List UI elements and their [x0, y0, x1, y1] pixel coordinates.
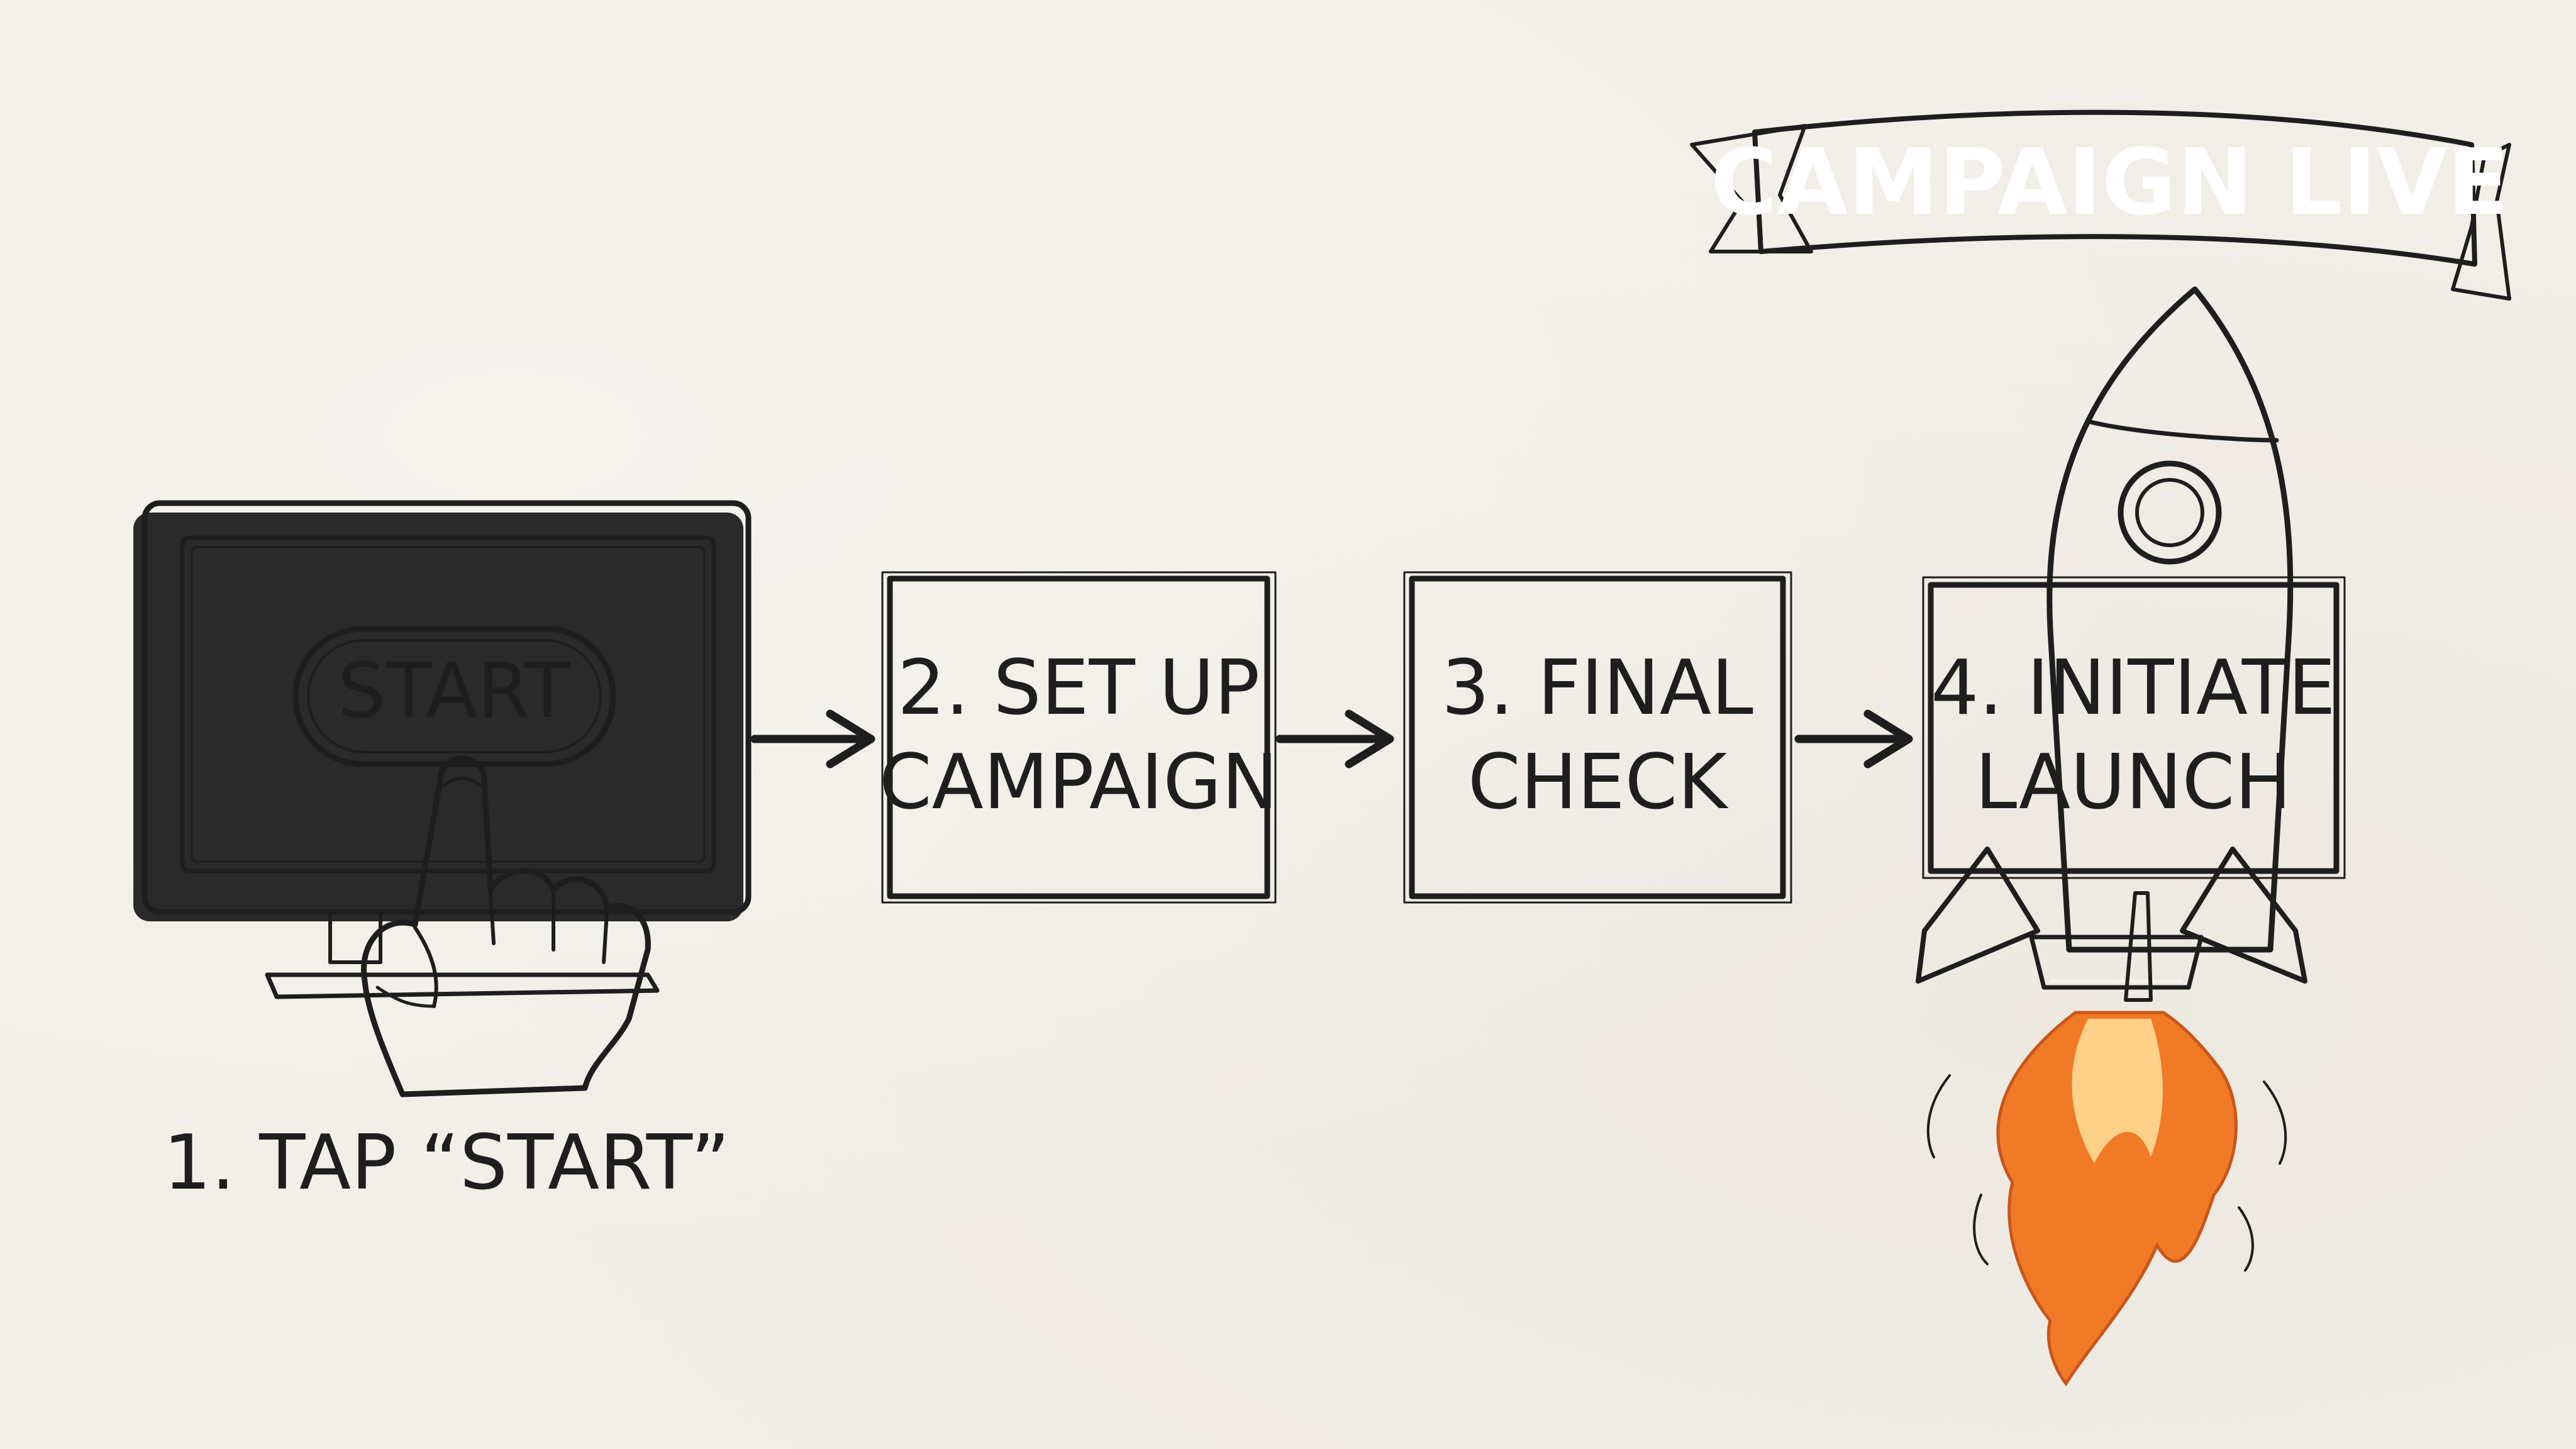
step-1-label: 1. TAP “START”: [163, 1119, 730, 1207]
step-3-label-line1: 3. FINAL: [1441, 645, 1753, 732]
pointing-hand-icon: [361, 755, 651, 1097]
step-4-box: 4. INITIATE LAUNCH: [1922, 576, 2346, 879]
step-2-label-line1: 2. SET UP: [897, 645, 1260, 732]
banner-text: CAMPAIGN LIVE: [1711, 130, 2510, 236]
monitor-icon: [133, 500, 752, 999]
step-2-label-line2: CAMPAIGN: [879, 739, 1278, 826]
rocket-icon: [1916, 286, 2307, 1002]
step-4-label-line2: LAUNCH: [1975, 739, 2291, 826]
step-4-label-line1: 4. INITIATE: [1931, 645, 2336, 732]
flame-icon: [1926, 1011, 2287, 1387]
start-button[interactable]: START: [292, 626, 616, 767]
step-2-box: 2. SET UP CAMPAIGN: [879, 571, 1278, 904]
start-button-label: START: [338, 648, 571, 735]
step-3-box: 3. FINAL CHECK: [1403, 571, 1792, 904]
step-3-label-line2: CHECK: [1468, 739, 1729, 826]
campaign-live-banner: CAMPAIGN LIVE: [1690, 109, 2511, 301]
arrow-right-icon: [750, 709, 875, 769]
arrow-right-icon: [1275, 709, 1394, 769]
arrow-right-icon: [1794, 709, 1913, 769]
